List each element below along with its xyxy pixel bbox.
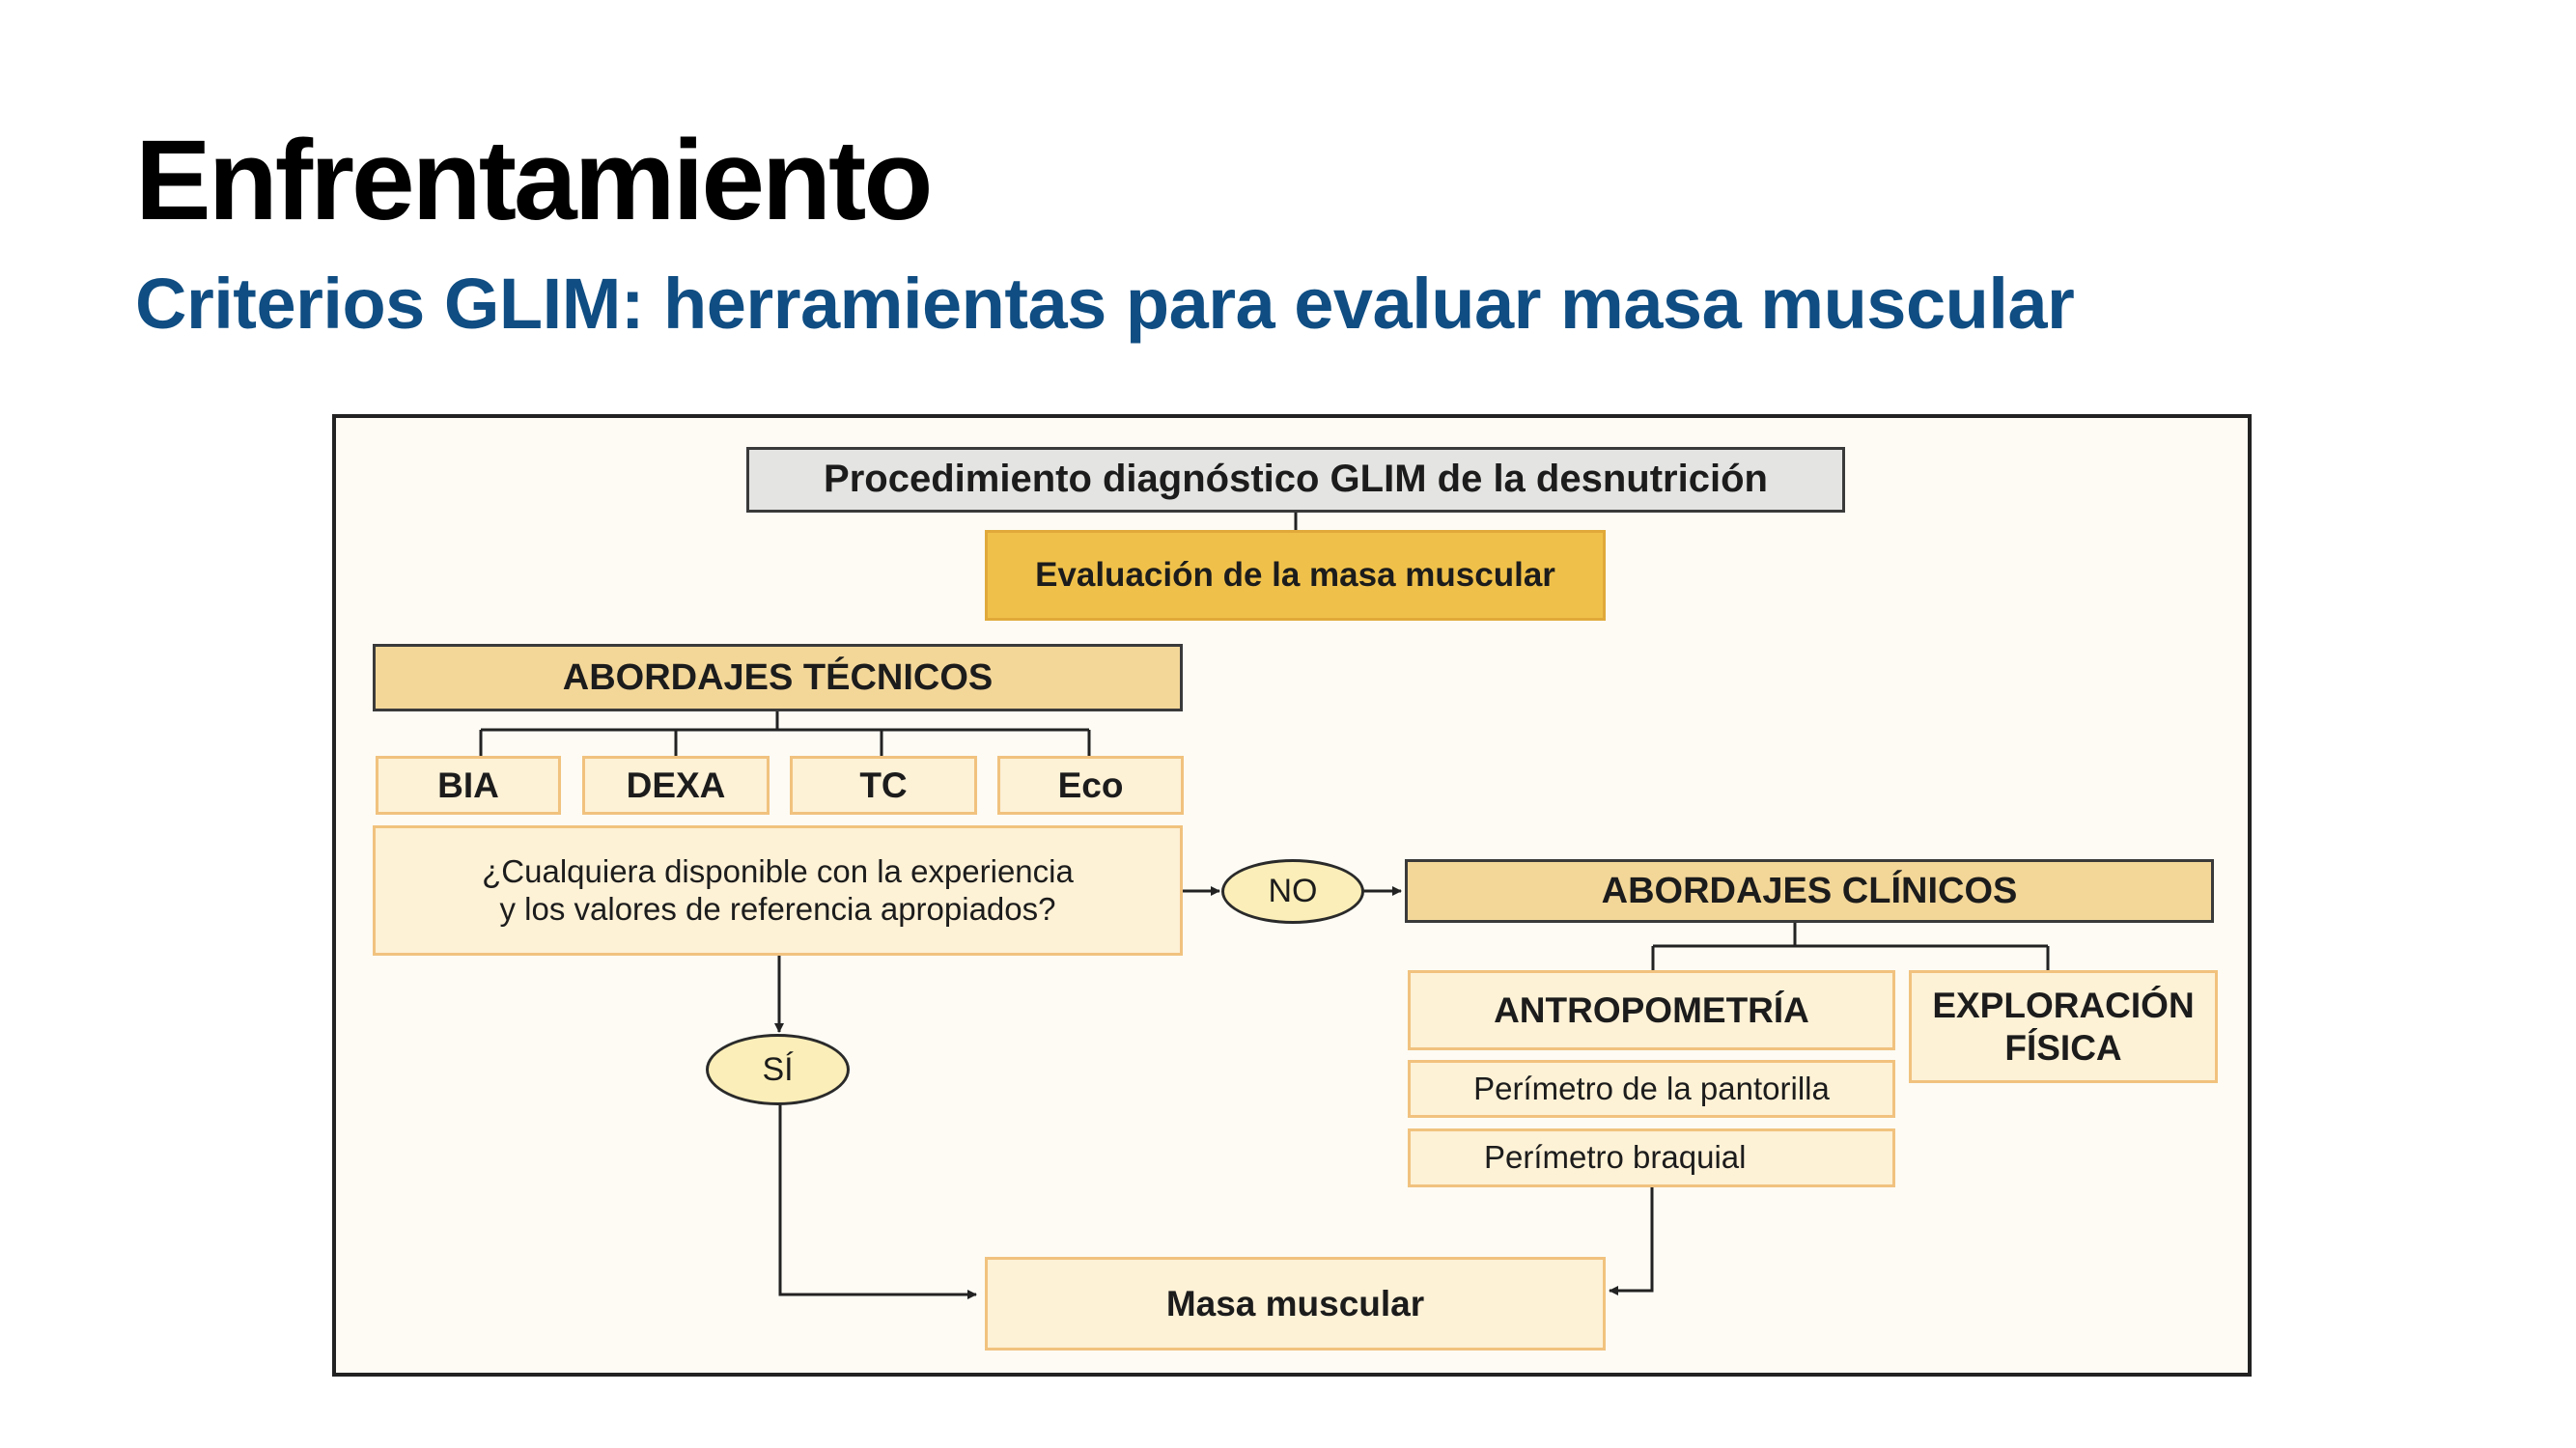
availability-question-line2: y los valores de referencia apropiados? [499, 890, 1056, 927]
method-eco-box: Eco [997, 756, 1184, 815]
technical-approaches-title: ABORDAJES TÉCNICOS [562, 656, 994, 698]
availability-question-box: ¿Cualquiera disponible con la experienci… [373, 825, 1183, 956]
decision-no-oval: NO [1221, 859, 1364, 924]
method-tc-box: TC [790, 756, 977, 815]
method-bia-label: BIA [437, 765, 499, 805]
clinical-approaches-title: ABORDAJES CLÍNICOS [1601, 870, 2018, 911]
availability-question-line1: ¿Cualquiera disponible con la experienci… [482, 852, 1074, 889]
method-eco-label: Eco [1057, 765, 1124, 805]
technical-approaches-box: ABORDAJES TÉCNICOS [373, 644, 1183, 711]
physical-exam-line1: EXPLORACIÓN [1932, 985, 2195, 1025]
calf-circumference-box: Perímetro de la pantorilla [1408, 1060, 1895, 1118]
physical-exam-box: EXPLORACIÓN FÍSICA [1909, 970, 2218, 1083]
physical-exam-line2: FÍSICA [2004, 1027, 2122, 1068]
calf-circumference-label: Perímetro de la pantorilla [1473, 1070, 1830, 1106]
anthropometry-box: ANTROPOMETRÍA [1408, 970, 1895, 1050]
evaluation-text: Evaluación de la masa muscular [1035, 556, 1555, 595]
decision-yes-oval: SÍ [706, 1034, 850, 1105]
decision-no-label: NO [1268, 873, 1318, 909]
slide-title: Enfrentamiento [135, 117, 933, 244]
method-dexa-box: DEXA [582, 756, 770, 815]
clinical-approaches-box: ABORDAJES CLÍNICOS [1405, 859, 2214, 923]
anthropometry-title: ANTROPOMETRÍA [1494, 989, 1809, 1030]
diagram-header-text: Procedimiento diagnóstico GLIM de la des… [824, 458, 1768, 501]
method-bia-box: BIA [376, 756, 561, 815]
muscle-mass-result-box: Masa muscular [985, 1257, 1606, 1351]
slide-subtitle: Criterios GLIM: herramientas para evalua… [135, 264, 2075, 344]
decision-yes-label: SÍ [762, 1050, 794, 1088]
diagram-header-box: Procedimiento diagnóstico GLIM de la des… [746, 447, 1845, 513]
arm-circumference-box: Perímetro braquial [1408, 1128, 1895, 1187]
arm-circumference-label: Perímetro braquial [1484, 1139, 1747, 1176]
method-tc-label: TC [859, 765, 908, 805]
method-dexa-label: DEXA [626, 765, 726, 805]
evaluation-box: Evaluación de la masa muscular [985, 530, 1606, 621]
muscle-mass-result-label: Masa muscular [1165, 1283, 1425, 1323]
